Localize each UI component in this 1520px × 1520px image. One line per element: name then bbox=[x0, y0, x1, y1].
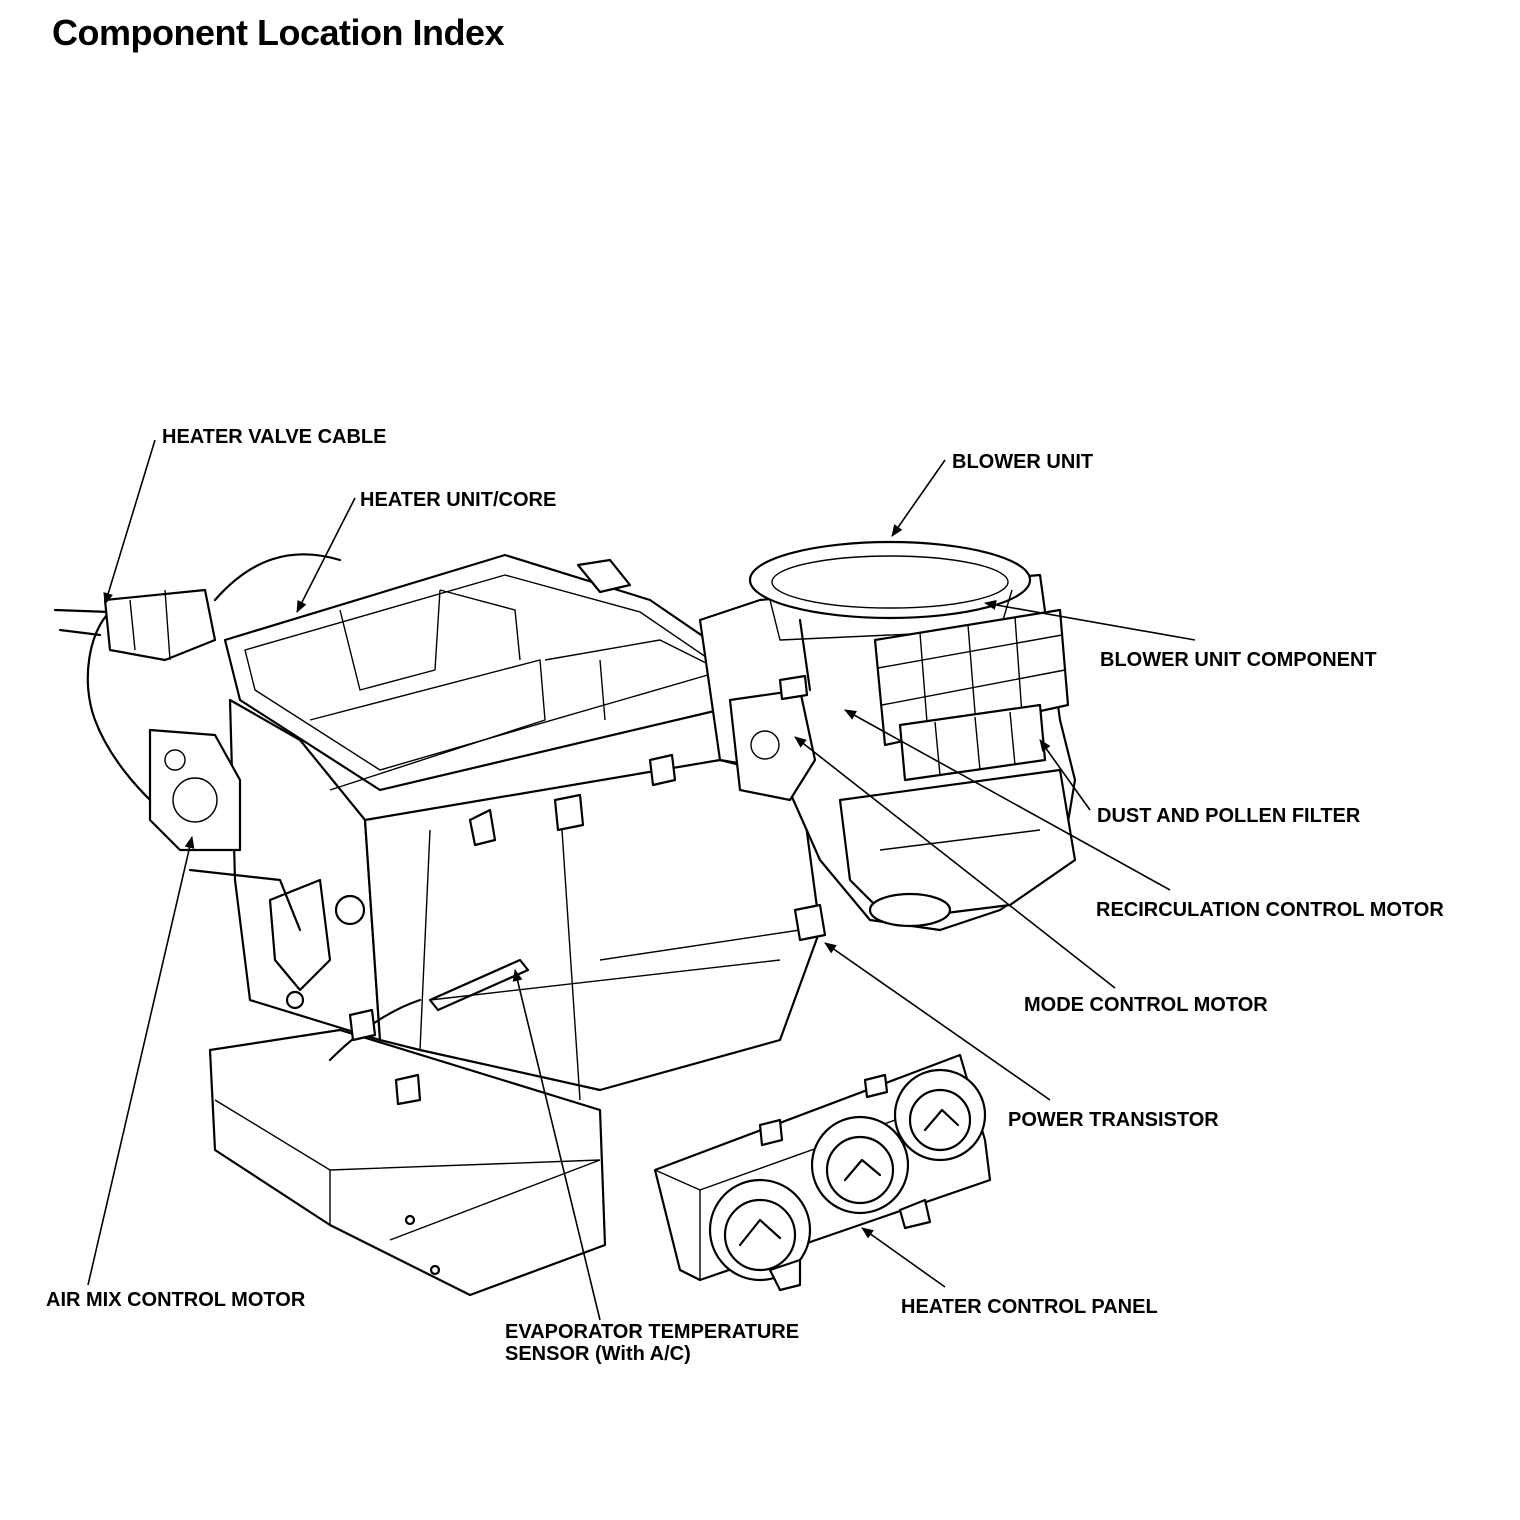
label-power-transistor: POWER TRANSISTOR bbox=[1008, 1109, 1219, 1131]
heater-control-panel-art bbox=[653, 1053, 992, 1292]
label-heater-control-panel: HEATER CONTROL PANEL bbox=[901, 1296, 1158, 1318]
label-heater-unit-core: HEATER UNIT/CORE bbox=[360, 489, 557, 511]
page-title: Component Location Index bbox=[52, 12, 505, 53]
label-air-mix-control-motor: AIR MIX CONTROL MOTOR bbox=[46, 1289, 306, 1311]
blower-unit-housing bbox=[698, 540, 1077, 942]
label-heater-valve-cable: HEATER VALVE CABLE bbox=[162, 426, 387, 448]
label-mode-control-motor: MODE CONTROL MOTOR bbox=[1024, 994, 1268, 1016]
label-dust-pollen-filter: DUST AND POLLEN FILTER bbox=[1097, 805, 1361, 827]
label-evaporator-temperature-sensor: EVAPORATOR TEMPERATURE SENSOR (With A/C) bbox=[505, 1321, 800, 1365]
label-blower-unit: BLOWER UNIT bbox=[952, 451, 1094, 473]
label-blower-unit-component: BLOWER UNIT COMPONENT bbox=[1100, 649, 1377, 671]
label-recirculation-control-motor: RECIRCULATION CONTROL MOTOR bbox=[1096, 899, 1444, 921]
leader-lines bbox=[87, 439, 1196, 1321]
